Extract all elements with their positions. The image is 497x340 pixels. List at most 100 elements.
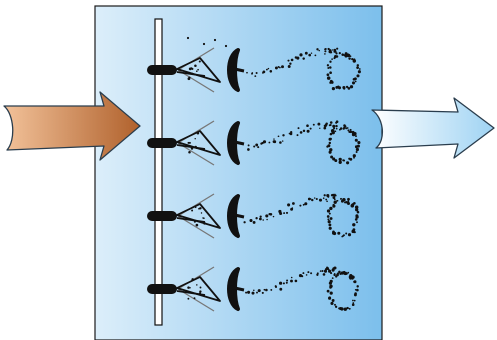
droplet (342, 127, 345, 130)
droplet (199, 286, 202, 289)
droplet (328, 50, 332, 54)
droplet (349, 85, 354, 89)
droplet (353, 280, 357, 284)
droplet (341, 53, 344, 56)
droplet (355, 215, 359, 219)
droplet (334, 159, 338, 163)
droplet (302, 272, 305, 275)
droplet (334, 130, 337, 133)
droplet (338, 157, 342, 162)
droplet (351, 277, 354, 280)
spray-nozzle-icon (147, 138, 177, 148)
droplet (329, 79, 333, 83)
droplet (353, 293, 357, 297)
droplet (294, 279, 298, 283)
droplet (251, 291, 255, 295)
droplet (337, 231, 341, 235)
droplet (194, 64, 197, 67)
droplet (327, 195, 330, 198)
droplet (252, 220, 256, 224)
droplet (322, 273, 326, 276)
droplet (354, 205, 359, 209)
droplet (346, 306, 349, 310)
droplet (340, 199, 344, 203)
deflector-hub (229, 139, 245, 146)
droplet (327, 218, 330, 221)
droplet (287, 65, 291, 68)
droplet (327, 268, 330, 271)
droplet (304, 202, 308, 206)
droplet (318, 198, 323, 202)
droplet (329, 291, 333, 295)
droplet (266, 68, 268, 71)
droplet (341, 235, 344, 238)
droplet (279, 287, 283, 291)
droplet (247, 290, 251, 294)
droplet (290, 276, 293, 279)
droplet (356, 285, 359, 288)
droplet (282, 282, 285, 285)
droplet (350, 204, 355, 208)
droplet (352, 223, 356, 227)
droplet (348, 57, 351, 60)
droplet (294, 56, 298, 59)
droplet (313, 197, 316, 199)
droplet (263, 288, 266, 291)
deflector-hub (229, 212, 245, 219)
droplet (265, 288, 268, 292)
deflector-hub (229, 285, 245, 292)
droplet (355, 150, 358, 154)
droplet (224, 44, 228, 48)
droplet (304, 51, 308, 55)
spray-nozzle-icon (147, 65, 177, 75)
droplet (329, 148, 333, 152)
droplet (277, 135, 280, 138)
droplet (187, 141, 190, 144)
water-mist-icon (187, 47, 361, 91)
droplet (338, 51, 341, 55)
droplet (346, 161, 350, 165)
droplet (249, 218, 253, 223)
droplet (354, 145, 358, 149)
droplet (326, 64, 330, 67)
droplet (266, 218, 268, 221)
droplet (340, 271, 345, 275)
droplet (349, 128, 352, 131)
droplet (331, 277, 334, 279)
droplet (352, 154, 356, 158)
spray-core-line (176, 290, 206, 296)
droplet (326, 209, 331, 213)
spray-nozzle-icon (147, 211, 177, 221)
droplet (273, 138, 275, 140)
droplet (354, 80, 357, 83)
droplet (338, 307, 341, 310)
droplet (331, 87, 335, 91)
droplet (358, 68, 361, 70)
droplet (324, 50, 327, 53)
droplet (256, 291, 258, 294)
droplet (287, 203, 291, 207)
droplet (191, 209, 194, 212)
droplet (290, 279, 293, 283)
droplet (307, 271, 310, 274)
droplet (331, 299, 335, 302)
droplet (285, 281, 288, 284)
droplet (326, 73, 330, 77)
droplet (333, 48, 337, 52)
droplet (202, 294, 205, 296)
droplet (191, 72, 194, 75)
droplet (247, 148, 250, 151)
droplet (326, 76, 331, 80)
droplet (299, 204, 302, 207)
droplet (335, 55, 339, 58)
droplet (243, 221, 246, 224)
droplet (274, 285, 278, 289)
spray-nozzle-icon (147, 284, 177, 294)
droplet (272, 215, 275, 218)
droplet (321, 269, 324, 273)
nozzle-assembly (147, 266, 359, 312)
droplet (347, 197, 350, 201)
droplet (356, 74, 360, 78)
droplet (189, 287, 191, 289)
droplet (279, 66, 281, 69)
